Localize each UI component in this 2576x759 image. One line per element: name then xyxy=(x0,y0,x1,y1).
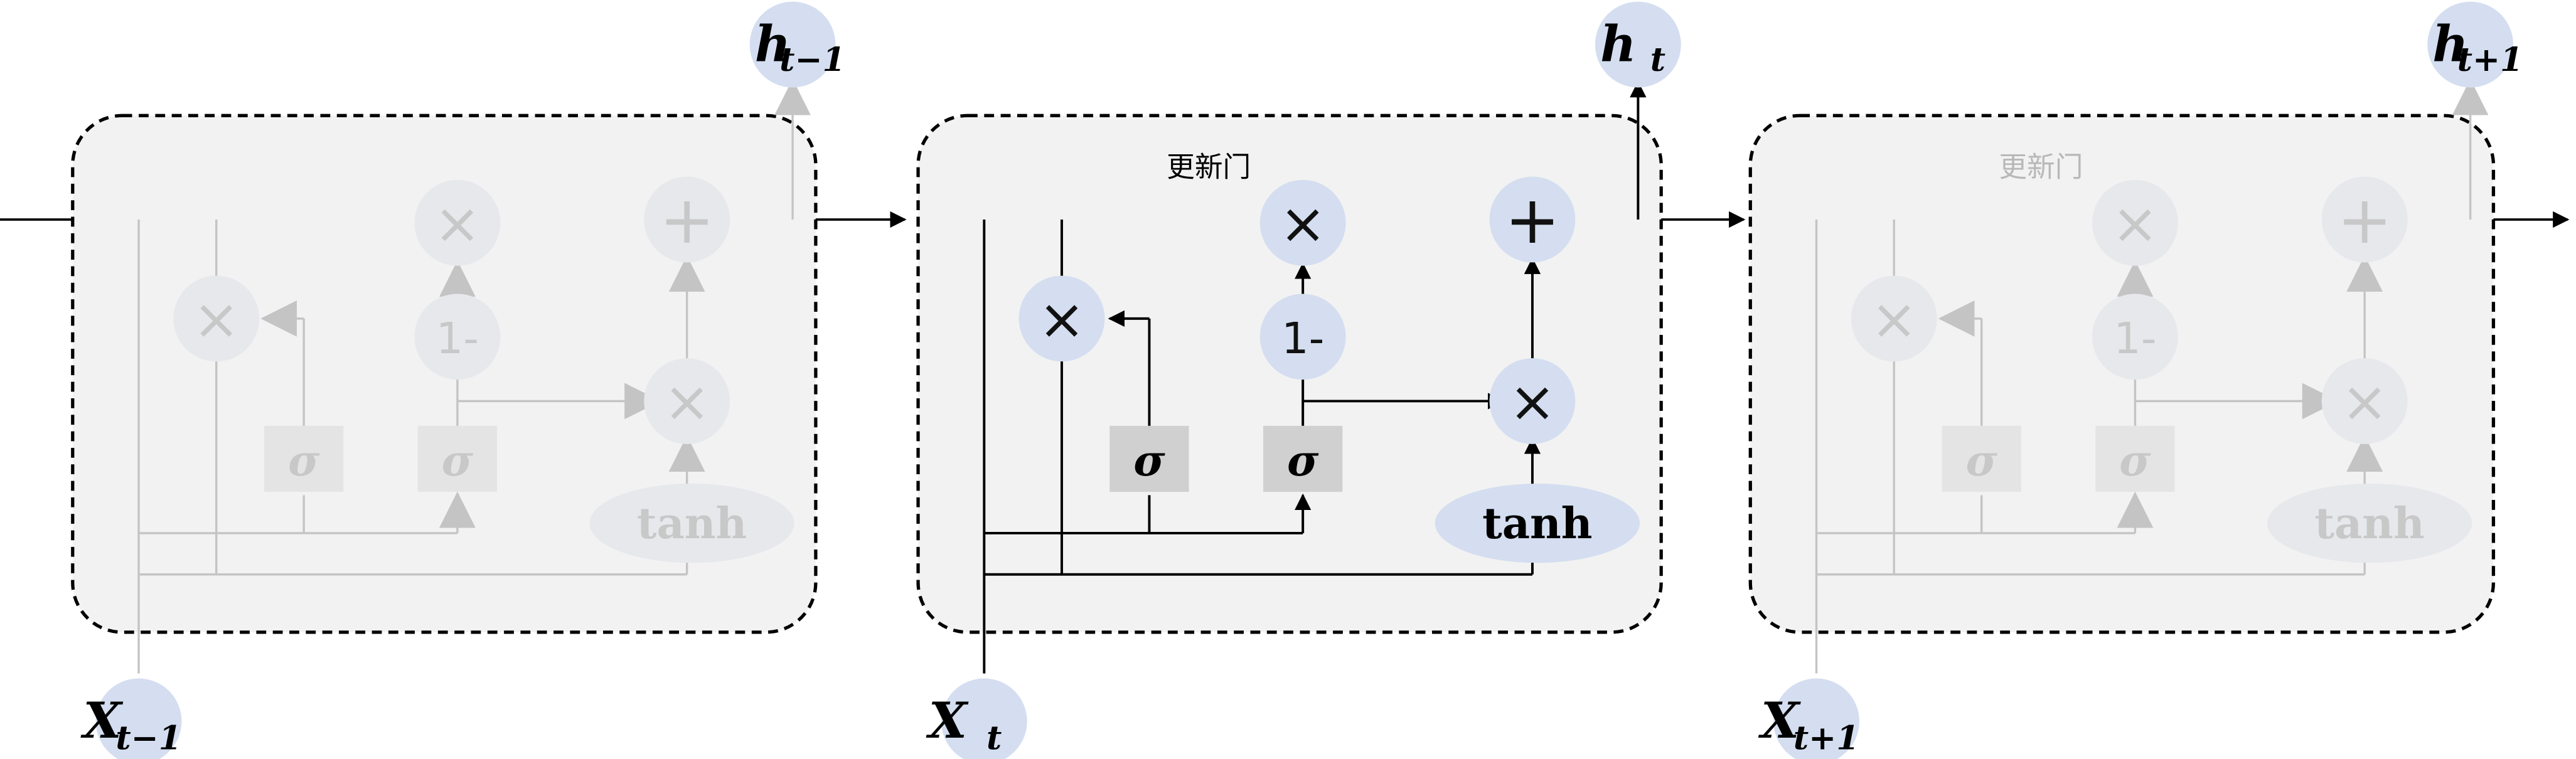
input-label-circle xyxy=(941,678,1027,759)
input-label-sub: t+1 xyxy=(1793,719,1859,758)
output-label-sub: t+1 xyxy=(2457,41,2523,79)
tanh-label: tanh xyxy=(2314,499,2424,549)
tanh-label: tanh xyxy=(637,499,747,549)
output-label-sub: t−1 xyxy=(779,41,845,79)
candidate-multiply-label: × xyxy=(1509,369,1556,435)
cell-title: 更新门 xyxy=(1167,151,1251,184)
cell-title: 更新门 xyxy=(1999,151,2083,184)
candidate-multiply-node xyxy=(1489,358,1576,444)
input-label-circle xyxy=(95,678,182,759)
output-label-circle xyxy=(2427,1,2514,88)
sigma-reset-label: σ xyxy=(1133,436,1165,486)
gate-multiply-node xyxy=(1259,179,1346,266)
reset-multiply-node xyxy=(173,275,260,362)
input-label-base: X xyxy=(926,691,969,750)
add-node xyxy=(1489,176,1576,263)
output-label-base: h xyxy=(755,14,791,73)
tanh-node xyxy=(2267,484,2472,563)
sigma-update-label: σ xyxy=(1287,436,1319,486)
reset-multiply-label: × xyxy=(1871,287,1918,352)
input-label-circle xyxy=(1773,678,1859,759)
sigma-reset-box xyxy=(1942,425,2021,492)
output-label-base: h xyxy=(1600,14,1636,73)
reset-multiply-node xyxy=(1851,275,1937,362)
output-label-circle xyxy=(749,1,836,88)
sigma-reset-box xyxy=(1109,425,1189,492)
one-minus-node xyxy=(1259,294,1346,380)
add-node xyxy=(644,176,730,263)
sigma-update-label: σ xyxy=(2119,436,2151,486)
add-label: + xyxy=(1505,181,1560,258)
one-minus-node xyxy=(414,294,501,380)
reset-multiply-node xyxy=(1018,275,1105,362)
gate-multiply-label: × xyxy=(1280,191,1327,257)
tanh-label: tanh xyxy=(1482,499,1592,549)
one-minus-node xyxy=(2092,294,2178,380)
input-label-base: X xyxy=(80,691,124,750)
input-label-sub: t xyxy=(986,719,1002,758)
one-minus-label: 1- xyxy=(1281,314,1324,364)
one-minus-label: 1- xyxy=(436,314,479,364)
add-label: + xyxy=(660,181,715,258)
reset-multiply-label: × xyxy=(193,287,240,352)
reset-multiply-label: × xyxy=(1039,287,1086,352)
gate-multiply-node xyxy=(2092,179,2178,266)
sigma-update-box xyxy=(417,425,498,492)
sigma-update-box xyxy=(1263,425,1343,492)
tanh-node xyxy=(1435,484,1640,563)
add-node xyxy=(2321,176,2408,263)
input-label-sub: t−1 xyxy=(115,719,181,758)
candidate-multiply-label: × xyxy=(2341,369,2388,435)
gate-multiply-label: × xyxy=(2112,191,2159,257)
candidate-multiply-node xyxy=(644,358,730,444)
gate-multiply-node xyxy=(414,179,501,266)
candidate-multiply-node xyxy=(2321,358,2408,444)
sigma-reset-label: σ xyxy=(1965,436,1997,486)
gate-multiply-label: × xyxy=(434,191,481,257)
candidate-multiply-label: × xyxy=(663,369,710,435)
output-label-circle xyxy=(1595,1,1681,88)
add-label: + xyxy=(2337,181,2392,258)
sigma-reset-label: σ xyxy=(288,436,320,486)
tanh-node xyxy=(589,484,794,563)
sigma-update-label: σ xyxy=(442,436,474,486)
output-label-base: h xyxy=(2432,14,2468,73)
output-label-sub: t xyxy=(1650,41,1665,79)
one-minus-label: 1- xyxy=(2114,314,2156,364)
sigma-reset-box xyxy=(264,425,344,492)
input-label-base: X xyxy=(1758,691,1801,750)
sigma-update-box xyxy=(2095,425,2175,492)
